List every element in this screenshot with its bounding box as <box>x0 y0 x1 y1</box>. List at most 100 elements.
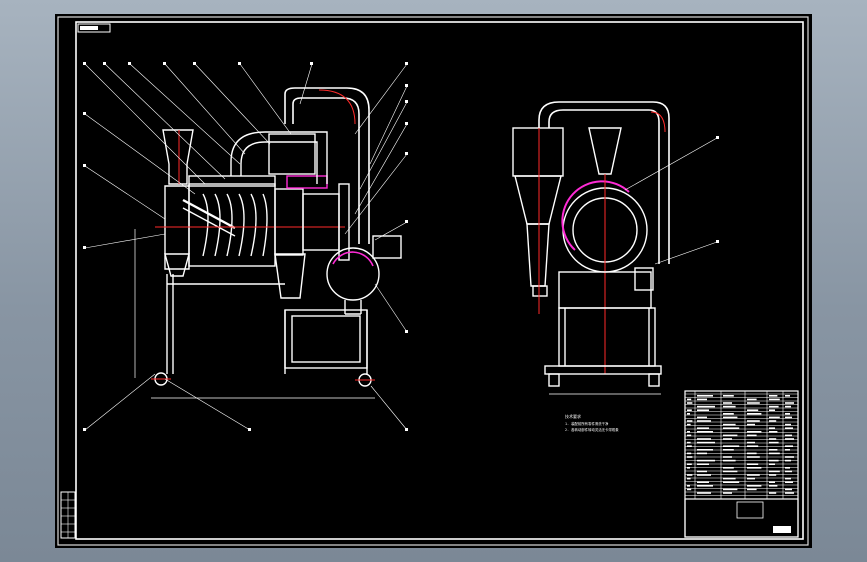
parts-cell-mark <box>769 431 778 433</box>
bearing-housing <box>302 193 340 251</box>
parts-cell-mark <box>747 409 759 411</box>
inner-border <box>75 21 804 540</box>
parts-cell-mark <box>747 434 757 437</box>
parts-cell-mark <box>723 445 740 447</box>
balloon-9 <box>369 85 408 165</box>
parts-cell-mark <box>769 459 779 462</box>
parts-cell-mark <box>687 452 692 455</box>
parts-cell-mark <box>785 395 790 397</box>
parts-cell-mark <box>747 420 760 422</box>
side-view-leaders <box>624 136 719 265</box>
motor-base <box>284 309 368 369</box>
side-caster-right <box>648 373 660 387</box>
parts-cell-mark <box>723 456 732 458</box>
parts-cell-mark <box>785 402 794 404</box>
parts-cell-mark <box>747 474 760 476</box>
parts-cell-mark <box>723 467 734 469</box>
balloon-19-tag <box>405 428 408 431</box>
balloon-2 <box>104 63 226 180</box>
parts-cell-mark <box>687 445 692 447</box>
parts-cell-mark <box>687 434 692 437</box>
parts-cell-mark <box>723 416 738 419</box>
parts-cell-mark <box>723 413 734 415</box>
balloon-13 <box>374 221 408 241</box>
parts-cell-mark <box>747 441 755 444</box>
sheet-stamp-box <box>77 23 111 33</box>
balloon-5 <box>194 63 271 145</box>
notes-line-1: 1. 装配前所有零件清洗干净 <box>565 421 609 426</box>
notes-heading: 技术要求 <box>565 413 581 419</box>
left-outlet <box>164 253 190 277</box>
parts-cell-mark <box>785 477 791 480</box>
cyclone-body <box>512 127 564 177</box>
parts-cell-mark <box>769 485 778 487</box>
parts-cell-mark <box>769 492 777 494</box>
parts-cell-mark <box>747 477 755 480</box>
parts-cell-mark <box>785 488 792 491</box>
parts-cell-mark <box>687 488 692 491</box>
parts-cell-mark <box>687 431 690 433</box>
balloon-10 <box>359 101 408 190</box>
magenta-flange <box>286 175 328 189</box>
balloon-8-tag <box>405 62 408 65</box>
parts-cell-mark <box>687 474 693 476</box>
parts-cell-mark <box>697 431 713 433</box>
parts-cell-mark <box>769 452 780 455</box>
parts-cell-mark <box>785 492 794 494</box>
balloon-14-tag <box>83 112 86 115</box>
parts-cell-mark <box>697 420 711 422</box>
parts-cell-mark <box>723 434 738 437</box>
balloon-11-tag <box>405 122 408 125</box>
parts-cell-mark <box>747 485 762 487</box>
parts-cell-mark <box>769 427 775 429</box>
parts-cell-mark <box>747 456 760 458</box>
balloon-6-tag <box>238 62 241 65</box>
parts-cell-mark <box>723 488 738 491</box>
side-duct-outer <box>538 101 670 264</box>
parts-cell-mark <box>769 395 778 397</box>
parts-cell-mark <box>723 481 740 483</box>
parts-cell-mark <box>785 467 790 469</box>
parts-cell-mark <box>687 423 691 426</box>
parts-cell-mark <box>697 463 709 465</box>
parts-cell-mark <box>769 438 777 440</box>
fan-impeller-arc <box>332 251 374 267</box>
parts-cell-mark <box>785 459 791 462</box>
side-hopper <box>588 127 622 175</box>
parts-cell-mark <box>697 405 715 408</box>
filter-box <box>268 133 316 175</box>
parts-cell-mark <box>687 456 693 458</box>
parts-cell-mark <box>697 492 711 494</box>
parts-cell-mark <box>785 470 792 473</box>
return-pipe <box>292 97 360 244</box>
parts-cell-mark <box>697 449 713 451</box>
parts-cell-mark <box>769 420 777 422</box>
parts-cell-mark <box>723 395 734 397</box>
parts-cell-mark <box>697 481 709 483</box>
parts-cell-mark <box>723 427 740 429</box>
parts-cell-mark <box>697 441 715 444</box>
assembly-drawing: 技术要求 1. 装配前所有零件清洗干净 2. 各转动部件转动灵活无卡滞现象 <box>57 16 809 546</box>
outer-border <box>57 16 809 546</box>
drawing-sheet: 技术要求 1. 装配前所有零件清洗干净 2. 各转动部件转动灵活无卡滞现象 <box>55 14 812 548</box>
parts-cell-mark <box>747 445 759 447</box>
revision-block <box>60 491 76 539</box>
parts-cell-mark <box>747 402 760 404</box>
parts-cell-mark <box>785 456 794 458</box>
front-view-leaders <box>83 62 408 431</box>
side-duct-centerline <box>650 111 666 133</box>
balloon-7-tag <box>310 62 313 65</box>
balloon-17-tag <box>83 428 86 431</box>
parts-cell-mark <box>687 420 693 422</box>
balloon-10-tag <box>405 100 408 103</box>
parts-cell-mark <box>697 409 709 411</box>
parts-cell-mark <box>747 488 757 491</box>
balloon-22-tag <box>716 240 719 243</box>
parts-cell-mark <box>747 398 757 401</box>
parts-cell-mark <box>723 405 736 408</box>
parts-cell-mark <box>769 405 779 408</box>
parts-cell-mark <box>769 463 775 465</box>
parts-cell-mark <box>747 463 759 465</box>
parts-cell-mark <box>723 492 732 494</box>
